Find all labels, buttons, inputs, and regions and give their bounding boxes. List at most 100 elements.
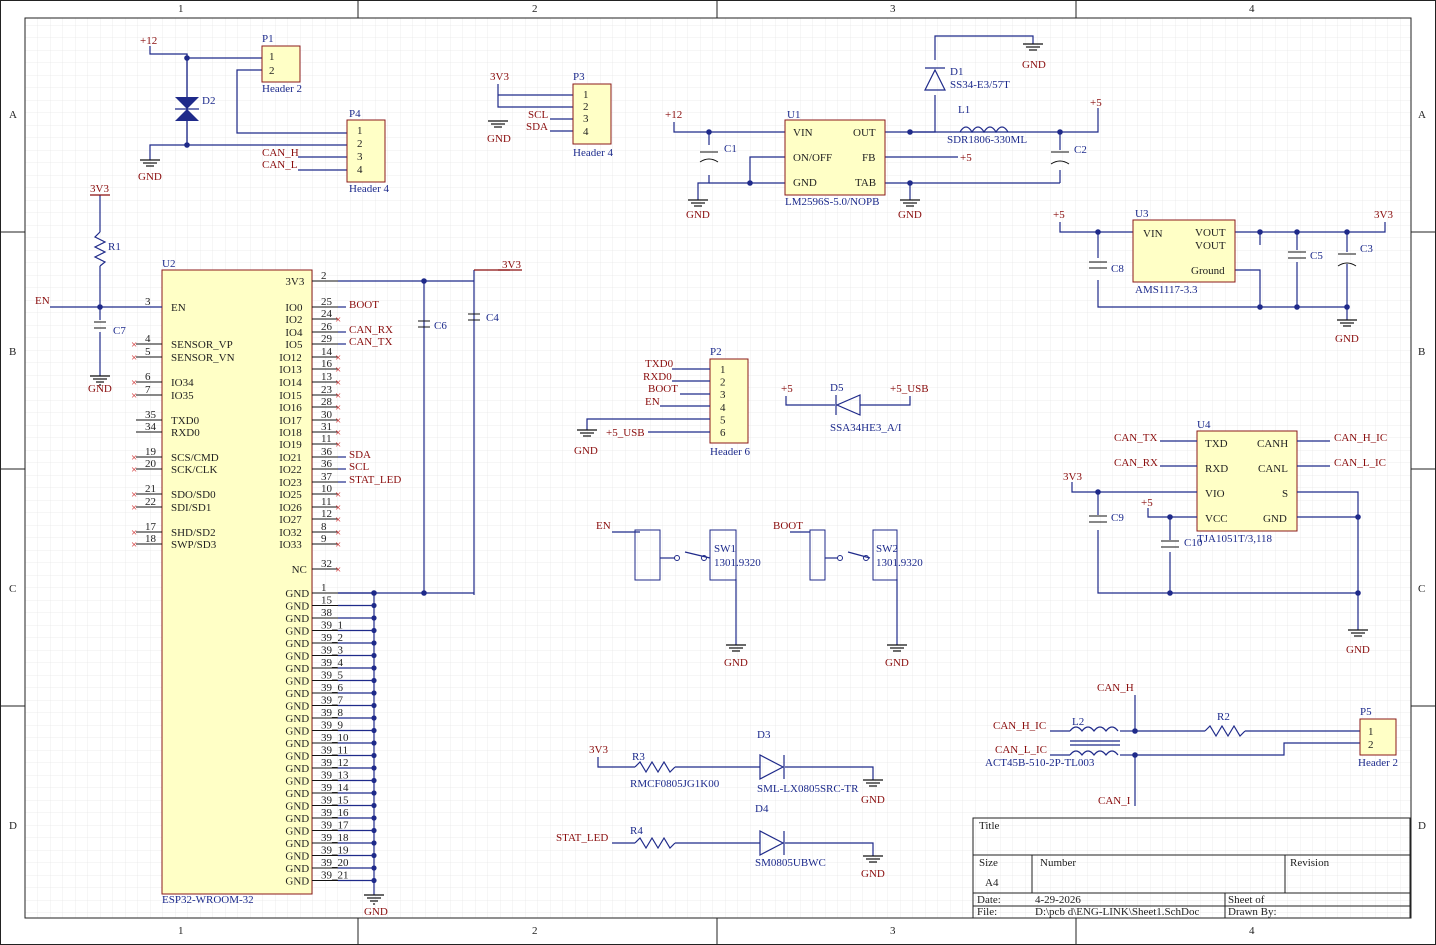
c7-gnd-label: GND (88, 383, 112, 395)
svg-text:C8: C8 (1111, 263, 1124, 275)
esp-gnd-symbol (364, 894, 384, 905)
esp-right-pin-num: 12 (321, 508, 332, 520)
r3-value: RMCF0805JG1K00 (630, 778, 720, 790)
svg-text:Header 2: Header 2 (1358, 757, 1398, 769)
p1-header[interactable]: P1 12 Header 2 (261, 33, 302, 95)
u1-5v-label: +5 (1090, 97, 1102, 109)
svg-text:3: 3 (583, 113, 589, 125)
esp-right-pin-name: IO15 (279, 390, 302, 402)
esp-right-pin-name: GND (285, 663, 309, 675)
p5-header[interactable]: P5 12 Header 2 (1358, 706, 1398, 769)
no-connect-mark: × (335, 527, 341, 539)
d3-3v3-label: 3V3 (589, 744, 608, 756)
esp-net-label: CAN_TX (349, 336, 392, 348)
esp-right-pin-num: 28 (321, 396, 333, 408)
l2-can-h-label: CAN_H (1097, 682, 1134, 694)
zone-col-1-top: 1 (178, 3, 184, 15)
svg-text:FB: FB (862, 152, 875, 164)
esp-right-pin-name: GND (285, 626, 309, 638)
u4-can-transceiver[interactable]: U4 TXD RXD VIO VCC CANH CANL S GND TJA10… (1196, 419, 1298, 545)
zone-row-d-left: D (9, 820, 17, 832)
esp-right-pin-num: 39_12 (321, 757, 349, 769)
esp-left-pin-num: 5 (145, 346, 151, 358)
esp-left-pin-name: SENSOR_VP (171, 339, 233, 351)
esp-left-pin-name: SENSOR_VN (171, 352, 235, 364)
sw1-switch[interactable]: SW1 1301.9320 (634, 529, 761, 581)
sw2-switch[interactable]: SW2 1301.9320 (809, 529, 923, 581)
zone-col-4-top: 4 (1249, 3, 1255, 15)
tb-file-label: File: (977, 906, 997, 918)
svg-text:ON/OFF: ON/OFF (793, 152, 832, 164)
svg-text:VIN: VIN (793, 127, 813, 139)
svg-text:4: 4 (357, 164, 363, 176)
p2-gnd-label: GND (574, 445, 598, 457)
esp-right-pin-num: 39_7 (321, 695, 344, 707)
esp-right-pin-name: GND (285, 588, 309, 600)
esp-right-pin-num: 39_11 (321, 745, 348, 757)
u4-can-l-ic-label: CAN_L_IC (1334, 457, 1386, 469)
no-connect-mark: × (335, 439, 341, 451)
esp-right-pin-name: GND (285, 701, 309, 713)
u4-can-rx-label: CAN_RX (1114, 457, 1158, 469)
esp-right-pin-name: IO25 (279, 489, 302, 501)
esp-right-pin-num: 31 (321, 421, 332, 433)
svg-text:GND: GND (793, 177, 817, 189)
u3-ldo[interactable]: U3 VIN VOUT VOUT Ground AMS1117-3.3 (1132, 208, 1236, 296)
u1-buck-regulator[interactable]: U1 VIN ON/OFF GND OUT FB TAB LM2596S-5.0… (784, 109, 886, 208)
esp-left-pin-num: 22 (145, 496, 156, 508)
no-connect-mark: × (335, 564, 341, 576)
esp-left-pin-num: 19 (145, 446, 157, 458)
svg-text:Header 6: Header 6 (710, 446, 751, 458)
esp-right-pin-num: 39_14 (321, 782, 349, 794)
svg-text:U4: U4 (1197, 419, 1211, 431)
p3-gnd-label: GND (487, 133, 511, 145)
esp-left-pin-name: SCS/CMD (171, 452, 219, 464)
p12-label: +12 (140, 35, 157, 47)
u1-12v-label: +12 (665, 109, 682, 121)
esp-right-pin-name: IO26 (279, 502, 302, 514)
esp-right-pin-name: IO0 (285, 302, 303, 314)
esp-right-pin-num: 39_9 (321, 720, 344, 732)
esp-right-pin-num: 24 (321, 308, 333, 320)
r1-3v3-label: 3V3 (90, 183, 109, 195)
esp-right-pin-name: IO23 (279, 477, 302, 489)
esp-right-pin-name: GND (285, 638, 309, 650)
c3-capacitor: C3 (1337, 243, 1373, 267)
svg-text:VIN: VIN (1143, 228, 1163, 240)
esp-right-pin-name: IO21 (279, 452, 302, 464)
esp-right-pin-name: IO19 (279, 439, 302, 451)
svg-text:2: 2 (583, 101, 589, 113)
svg-text:SML-LX0805SRC-TR: SML-LX0805SRC-TR (757, 783, 859, 795)
svg-text:C3: C3 (1360, 243, 1373, 255)
u3-5v-label: +5 (1053, 209, 1065, 221)
c8-capacitor: C8 (1089, 261, 1124, 275)
svg-text:C6: C6 (434, 320, 447, 332)
esp-right-pin-num: 13 (321, 371, 333, 383)
esp-right-pin-num: 8 (321, 521, 327, 533)
esp-right-pin-num: 39_5 (321, 670, 344, 682)
esp-right-pin-num: 36 (321, 446, 333, 458)
esp-right-pin-name: IO22 (279, 464, 302, 476)
esp-right-pin-name: IO27 (279, 514, 302, 526)
esp-left-pin-name: SCK/CLK (171, 464, 218, 476)
esp-right-pin-name: GND (285, 763, 309, 775)
p2-pin-num: 6 (720, 427, 726, 439)
esp-right-pin-num: 39_4 (321, 657, 344, 669)
esp-right-pin-num: 39_2 (321, 632, 343, 644)
svg-text:P2: P2 (710, 346, 722, 358)
svg-text:2: 2 (357, 138, 363, 150)
esp-right-pin-name: GND (285, 826, 309, 838)
esp-right-pin-name: GND (285, 813, 309, 825)
svg-text:BOOT: BOOT (648, 383, 678, 395)
esp-right-pin-name: GND (285, 751, 309, 763)
no-connect-mark: × (131, 377, 137, 389)
p3-3v3-label: 3V3 (490, 71, 509, 83)
svg-text:1: 1 (269, 51, 275, 63)
esp-right-pin-name: IO2 (285, 314, 302, 326)
